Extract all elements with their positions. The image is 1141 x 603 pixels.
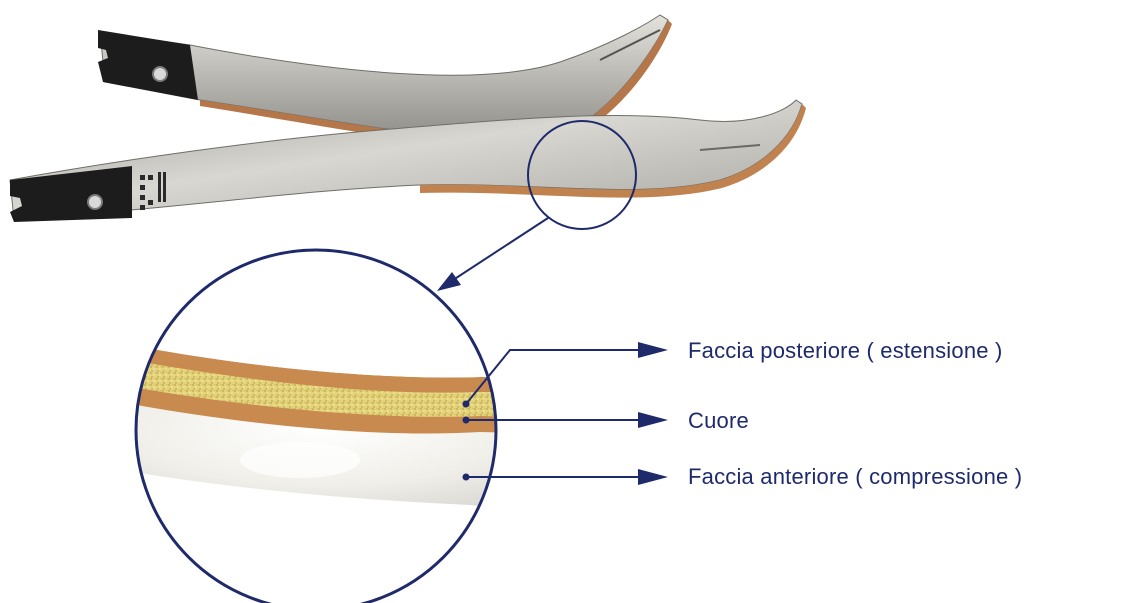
label-faccia-posteriore: Faccia posteriore ( estensione ) [688,338,1003,364]
label-cuore: Cuore [688,408,749,434]
leader-anteriore [463,469,669,485]
zoom-arrow [437,218,548,291]
upper-limb-tip [98,30,198,100]
label-faccia-anteriore: Faccia anteriore ( compressione ) [688,464,1022,490]
